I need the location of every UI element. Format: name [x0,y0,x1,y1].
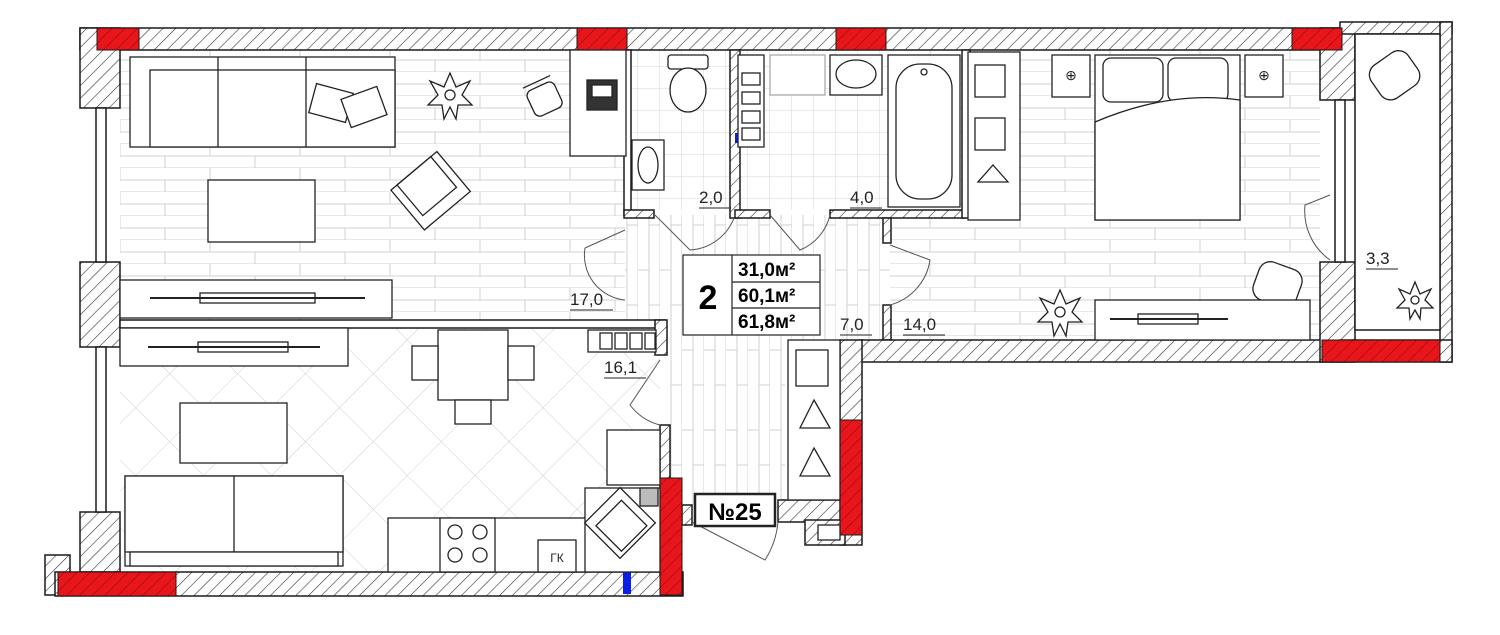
balcony-wall-top [1339,21,1453,35]
rooms-count: 2 [699,279,718,317]
window-left-2 [95,346,107,513]
living-room-furniture [119,49,627,319]
wall-entrance-left [681,504,693,526]
load-bearing-segment [1291,27,1343,51]
area-total: 60,1м² [738,286,795,307]
hallway-wardrobe-icon [787,339,841,541]
nightstand-icon: ⊕ [1051,54,1091,98]
wall-left-bottom [79,511,121,573]
load-bearing-segment [57,571,177,597]
riser [623,572,631,594]
stove-icon [439,517,496,573]
room-area-balcony: 3,3 [1366,249,1390,268]
room-area-hallway: 7,0 [840,315,864,334]
wall-hall-bedroom-2 [882,304,892,341]
dining-table-icon [411,329,535,425]
sink-icon [631,139,665,191]
tv-stand [119,279,393,319]
area-card: 2 31,0м² 60,1м² 61,8м² [682,254,821,336]
door-kitchen [629,359,661,426]
wall-left-mid [79,261,121,348]
wardrobe-icon [967,51,1021,221]
computer-icon [586,79,618,111]
sink-icon [829,54,883,96]
load-bearing-segment [659,477,683,596]
wall-entrance-right [777,499,841,523]
kitchen-furniture: ГК [119,327,661,573]
apartment-number-label: №25 [708,499,761,526]
room-labels: 17,0 16,1 2,0 4,0 7,0 14,0 3,3 [570,188,1398,379]
riser-block [587,329,657,353]
living-room-floor-2 [570,155,625,320]
door-living-room [583,229,626,301]
double-bed-icon [1094,54,1241,221]
room-area-toilet: 2,0 [699,188,723,207]
bathtub-icon [887,54,961,208]
bedroom-furniture: ⊕ ⊕ [967,51,1311,341]
wall-living-kitchen [119,319,666,329]
armchair-icon [390,150,472,231]
load-bearing-segment [839,419,863,536]
fridge [606,429,661,486]
hallway-floor-2 [670,340,785,505]
gas-boiler-label: ГК [550,551,564,565]
wall-hall-bedroom [882,217,892,244]
room-area-bedroom: 14,0 [903,315,936,334]
armchair-icon [1368,50,1421,101]
door-toilet [654,214,736,251]
svg-text:⊕: ⊕ [1258,67,1270,83]
wall-bath-bottom [734,209,771,219]
room-area-living-room: 17,0 [570,290,603,309]
load-bearing-segment [835,27,887,51]
door-balcony [1304,194,1331,261]
wall-top [79,27,1341,51]
nightstand-icon: ⊕ [1244,54,1284,98]
load-bearing-segment [576,27,628,51]
wall-bedroom-bottom [859,339,1341,363]
plant-icon [1036,288,1084,339]
plant-icon [1395,280,1435,322]
svg-text:⊕: ⊕ [1065,67,1077,83]
sofa-icon [129,56,396,148]
doors [583,194,1331,561]
washing-machine [769,54,826,96]
door-entrance [691,521,779,561]
wall-kitchen-hall [654,319,668,356]
door-bathroom [769,214,831,251]
window-left-1 [95,107,107,263]
door-bedroom [889,244,931,306]
toilet-fixtures [631,54,961,208]
desk-chair-icon [522,74,563,117]
desk [1094,299,1311,341]
coffee-table [207,179,316,243]
apartment-number: №25 [693,492,777,528]
load-bearing-walls [57,27,1441,597]
area-with-balcony: 61,8м² [738,312,795,333]
toilet-icon [667,54,709,113]
room-area-kitchen: 16,1 [604,358,637,377]
room-area-bathroom: 4,0 [850,188,874,207]
plant-icon [426,71,474,122]
bath-shelves [737,54,765,148]
area-living: 31,0м² [738,260,795,281]
balcony-furniture [1368,50,1435,322]
coffee-table-kitchen [179,402,288,464]
kitchen-sink-icon [583,486,661,573]
load-bearing-segment [96,27,140,51]
window-right [1334,99,1346,263]
gas-boiler [537,539,577,573]
balcony-wall-right [1439,21,1453,363]
wall-bath-bottom-2 [829,209,966,219]
load-bearing-segment [1321,339,1441,363]
sofa-kitchen-icon [124,475,344,567]
tv-stand-kitchen [119,327,349,367]
wall-toilet-bottom [623,209,655,219]
